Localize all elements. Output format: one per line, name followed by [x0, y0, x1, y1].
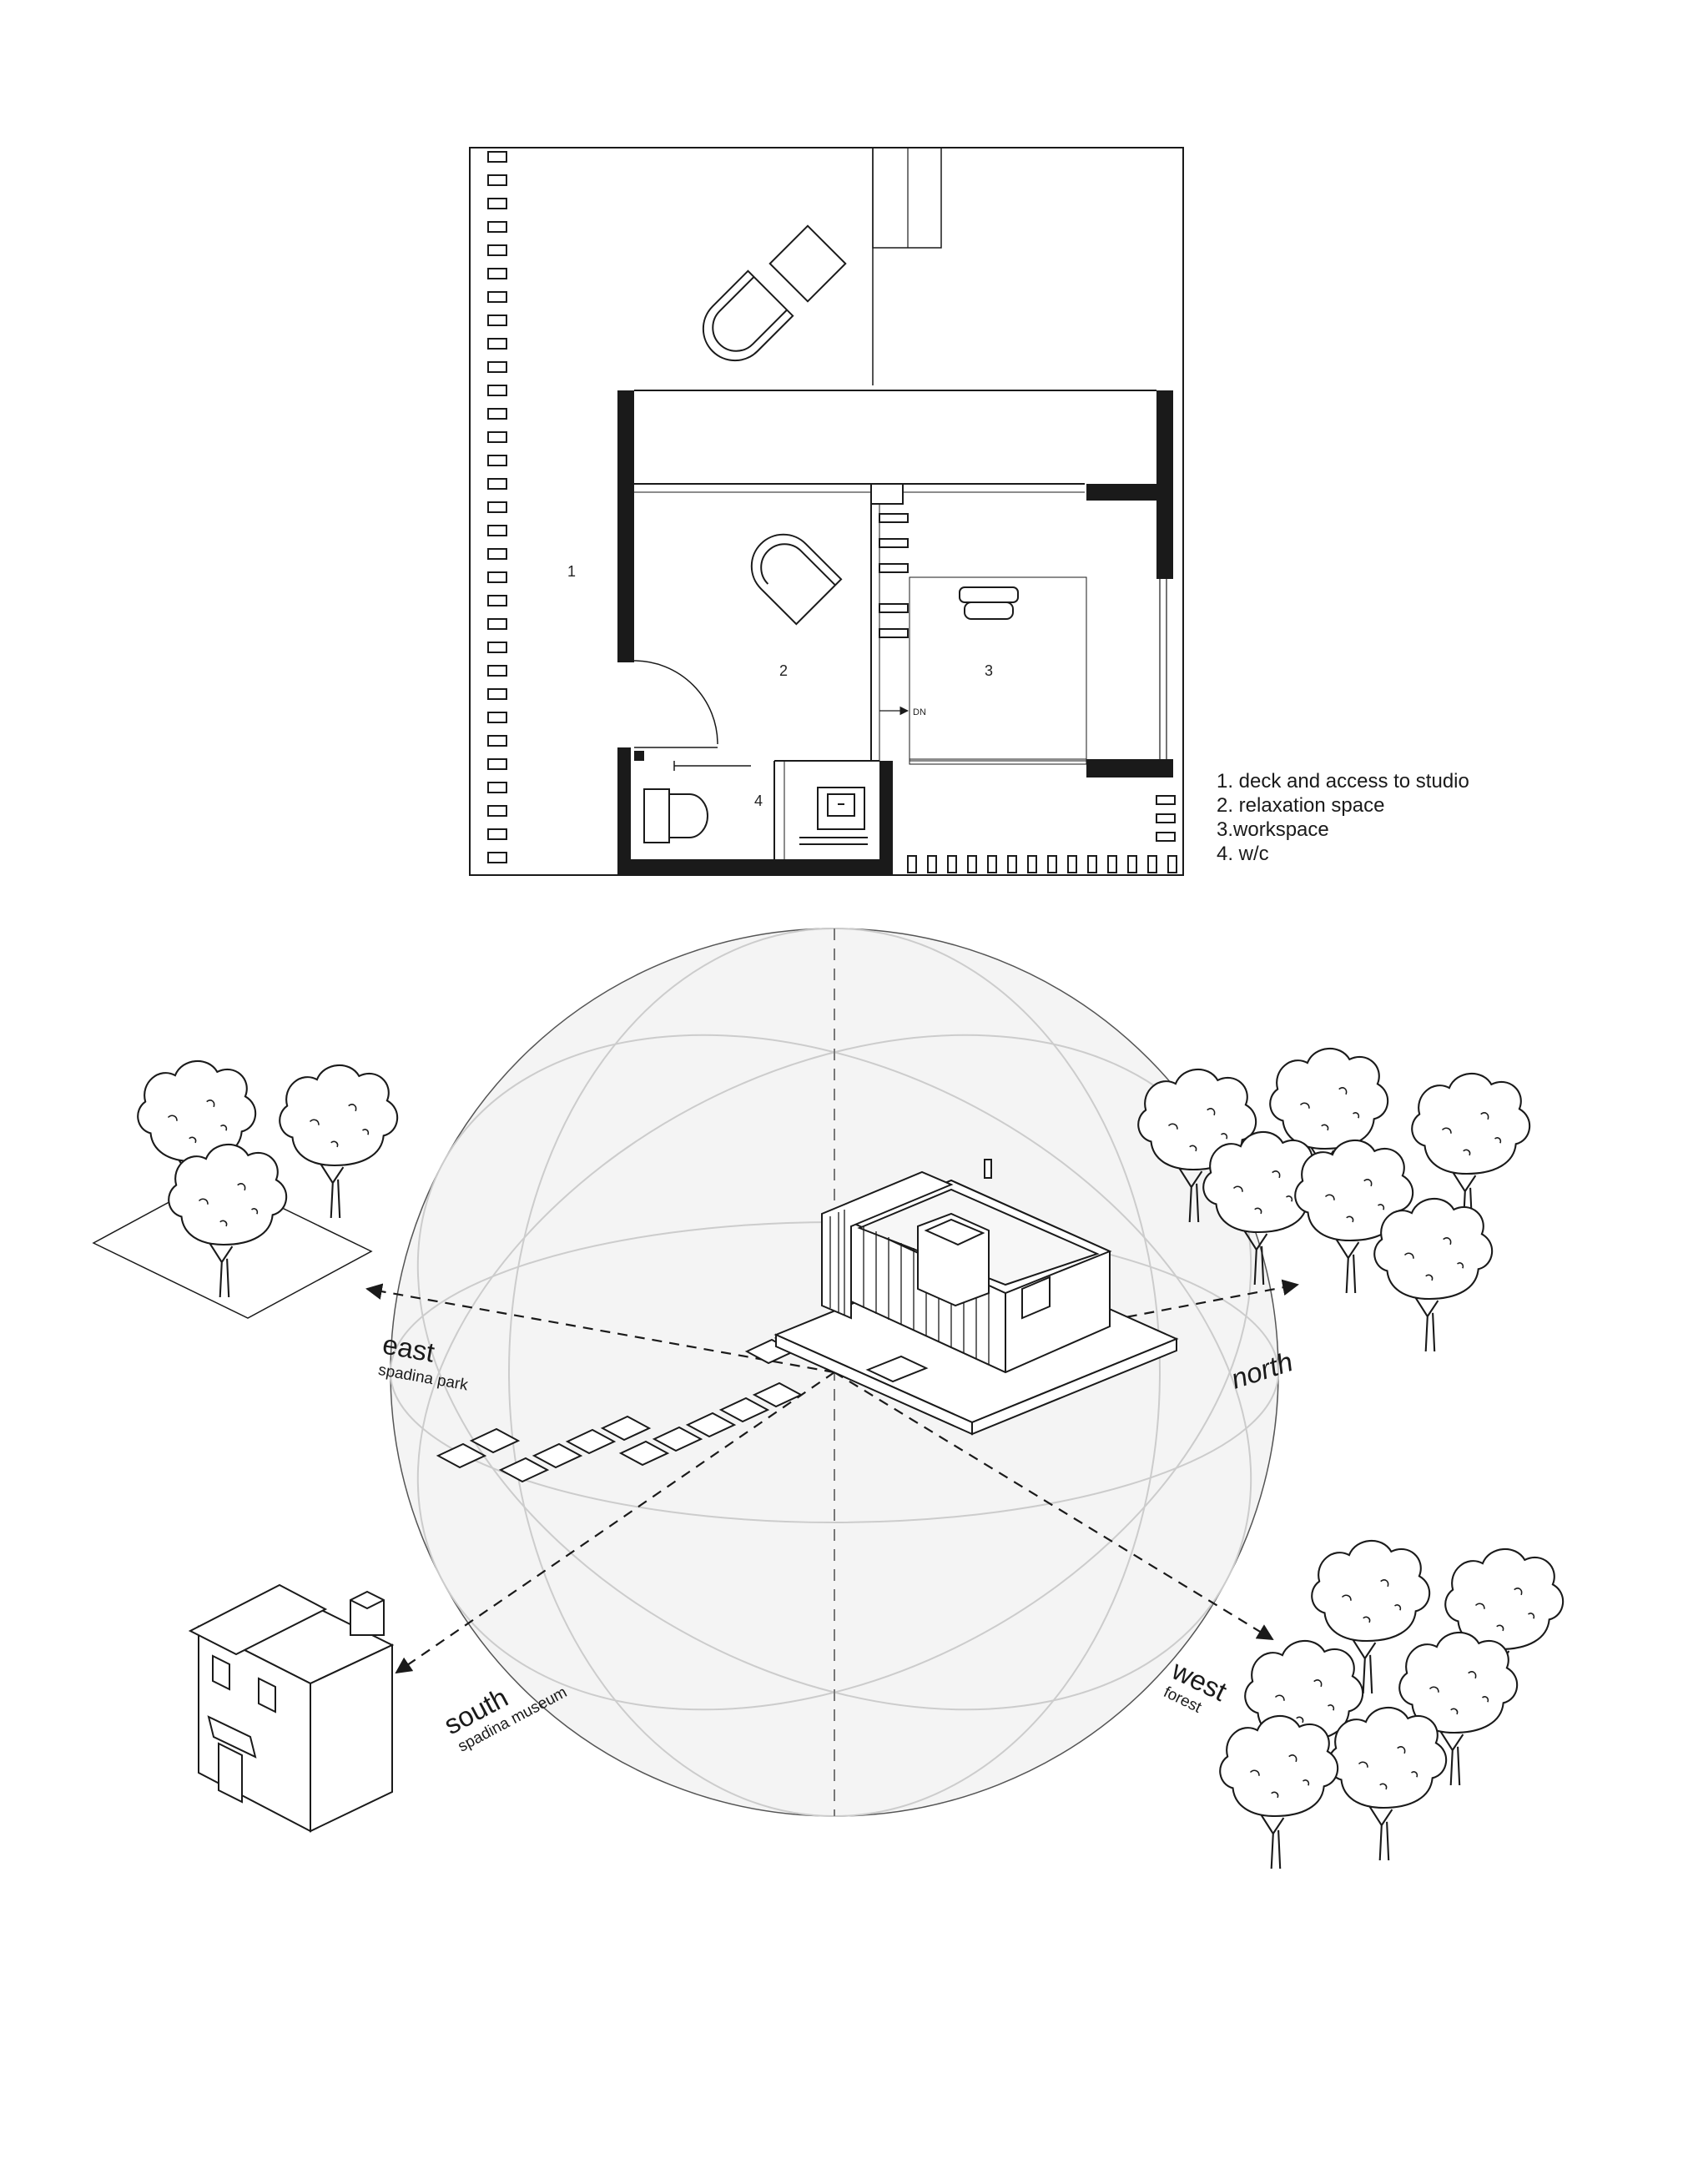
tree-icon: [279, 1064, 399, 1220]
armchair-icon: [702, 269, 794, 362]
legend-item: 3.workspace: [1217, 818, 1329, 841]
toilet-icon: [643, 788, 708, 843]
tree-icon: [1328, 1706, 1448, 1862]
office-chair-icon: [959, 586, 1019, 620]
plan-walls: [617, 390, 1173, 874]
deck-boards-bottom: [907, 855, 1177, 873]
studio-building-icon: [773, 1159, 1179, 1436]
armchair-icon: [750, 533, 843, 626]
room-number-1: 1: [567, 563, 576, 580]
floor-plan: 1 2 3 4 DN: [469, 147, 1184, 876]
deck-boards-right: [1156, 795, 1176, 842]
tree-icon: [1373, 1197, 1494, 1353]
legend-item: 4. w/c: [1217, 843, 1269, 865]
deck-boards-left: [487, 151, 507, 863]
house-icon: [188, 1583, 395, 1833]
east-axis: [365, 1283, 835, 1374]
legend-item: 2. relaxation space: [1217, 794, 1385, 817]
south-axis: [395, 1371, 835, 1674]
room-number-4: 4: [754, 793, 763, 809]
room-number-3: 3: [985, 662, 993, 679]
legend-item: 1. deck and access to studio: [1217, 770, 1469, 793]
west-axis: [834, 1371, 1274, 1641]
trees-west: [1219, 1539, 1565, 1870]
trees-east: [92, 1059, 399, 1319]
stair: [879, 513, 909, 638]
side-table-icon: [768, 224, 847, 303]
stair-down-label: DN: [913, 707, 926, 717]
sink-icon: [799, 787, 868, 845]
plan-site-boundary: [469, 147, 1184, 876]
plan-legend: 1. deck and access to studio 2. relaxati…: [1217, 769, 1469, 866]
room-number-2: 2: [779, 662, 788, 679]
tree-icon: [1219, 1714, 1339, 1870]
